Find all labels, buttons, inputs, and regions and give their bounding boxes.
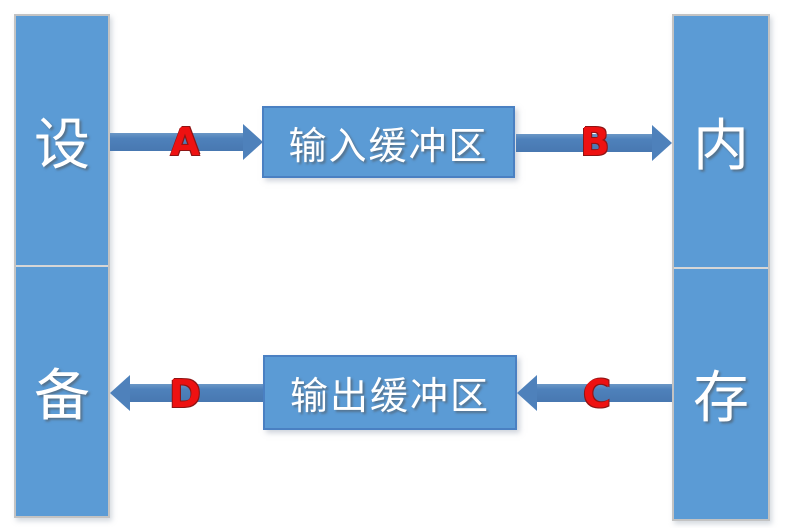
arrow-a-shaft <box>110 133 245 151</box>
arrow-a-right-icon <box>243 124 263 160</box>
arrow-d-left-icon <box>110 375 130 411</box>
output-buffer-box: 输出缓冲区 <box>263 355 517 430</box>
arrow-b-label: B <box>580 120 610 164</box>
arrow-c-label: C <box>583 372 611 416</box>
memory-column-divider <box>674 266 768 269</box>
device-column: 设 备 <box>14 14 110 518</box>
arrow-a-label: A <box>170 120 200 164</box>
device-cell-top: 设 <box>16 16 108 265</box>
arrow-b-right-icon <box>652 125 672 161</box>
device-column-divider <box>16 265 108 267</box>
arrow-d-label: D <box>169 372 201 416</box>
memory-column: 内 存 <box>672 14 770 521</box>
arrow-d-shaft <box>129 384 263 402</box>
device-cell-bottom: 备 <box>16 267 108 516</box>
arrow-c-shaft <box>536 384 672 402</box>
memory-cell-top: 内 <box>674 16 768 267</box>
memory-cell-bottom: 存 <box>674 268 768 519</box>
arrow-c-left-icon <box>517 375 537 411</box>
arrow-b-shaft <box>516 134 653 152</box>
input-buffer-box: 输入缓冲区 <box>262 106 515 178</box>
